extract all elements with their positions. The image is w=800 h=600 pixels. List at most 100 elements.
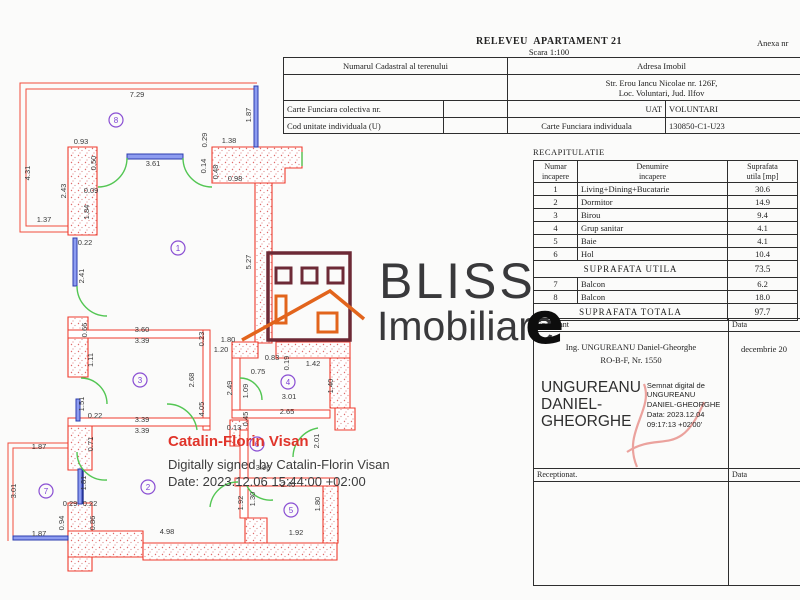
svg-text:1: 1 (176, 244, 181, 253)
room-number-3: 3 (132, 372, 148, 388)
dimension-label: 0.45 (241, 412, 250, 427)
address-line-1: Str. Erou Iancu Nicolae nr. 126F, (605, 77, 718, 88)
cf-colectiva-value (442, 100, 509, 118)
room-number-2: 2 (140, 479, 156, 495)
uat-label: UAT (507, 100, 667, 118)
signer-name: Catalin-Florin Visan (168, 433, 309, 450)
recap-room-number: 4 (533, 221, 578, 235)
cadastral-number-value (282, 74, 509, 101)
recap-room-area: 10.4 (727, 247, 798, 261)
recap-room-number: 3 (533, 208, 578, 222)
svg-text:7: 7 (44, 487, 49, 496)
engineer-name-block: Ing. UNGUREANU Daniel-Gheorghe RO-B-F, N… (537, 341, 725, 367)
recap-total-label: SUPRAFATA UTILA (533, 260, 728, 278)
windows (12, 85, 259, 541)
annex-label: Anexa nr (757, 38, 789, 48)
dimension-label: 1.80 (221, 335, 236, 344)
document-scale: Scara 1:100 (528, 47, 570, 57)
recap-room-area: 14.9 (727, 195, 798, 209)
recap-room-name: Grup sanitar (577, 221, 728, 235)
dimension-label: 0.23 (197, 332, 206, 347)
dimension-label: 0.48 (211, 165, 220, 180)
svg-text:8: 8 (114, 116, 119, 125)
dimension-label: 2.68 (187, 373, 196, 388)
recap-room-name: Hol (577, 247, 728, 261)
executant-table: Executant Data Ing. UNGUREANU Daniel-Ghe… (533, 318, 800, 586)
dimension-label: 4.98 (160, 527, 175, 536)
dimension-label: 0.14 (199, 159, 208, 174)
svg-text:3: 3 (138, 376, 143, 385)
recap-room-name: Baie (577, 234, 728, 248)
recap-room-number: 6 (533, 247, 578, 261)
room-number-7: 7 (38, 483, 54, 499)
dimension-label: 1.80 (313, 497, 322, 512)
stamp-letter-e: e (525, 289, 565, 357)
receptionat-cell (533, 481, 729, 586)
dimension-label: 1.30 (248, 492, 257, 507)
dimension-label: 0.83 (265, 353, 280, 362)
recap-room-area: 4.1 (727, 234, 798, 248)
data-label: Data (728, 318, 800, 332)
address-label: Adresa Imobil (507, 57, 800, 75)
cod-unitate-value (442, 117, 509, 134)
dimension-label: 5.27 (244, 255, 253, 270)
date-value: decembrie 20 (728, 331, 800, 469)
recap-room-name: Living+Dining+Bucatarie (577, 182, 728, 196)
dimension-label: 1.38 (222, 136, 237, 145)
recap-room-area: 9.4 (727, 208, 798, 222)
room-number-8: 8 (108, 112, 124, 128)
signature-panel: e Executant Data Ing. UNGUREANU Daniel-G… (525, 294, 800, 586)
recap-room-name: Dormitor (577, 195, 728, 209)
dimension-label: 0.66 (80, 323, 89, 338)
bliss-logo-text: BLISS (379, 253, 536, 309)
cod-unitate-label: Cod unitate individuala (U) (283, 117, 444, 134)
recap-room-number: 2 (533, 195, 578, 209)
imobiliare-logo-text: Imobiliare (377, 303, 555, 349)
dimension-label: 1.81 (79, 476, 88, 491)
dimension-label: 0.94 (57, 516, 66, 531)
dimension-label: 1.92 (236, 496, 245, 511)
recap-room-area: 18.0 (727, 290, 798, 304)
engineer-name: Ing. UNGUREANU Daniel-Gheorghe (565, 342, 697, 352)
recap-total-value: 97.7 (727, 303, 798, 321)
dimension-label: 1.84 (82, 205, 91, 220)
recap-room-number: 1 (533, 182, 578, 196)
dimension-label: 4.31 (23, 166, 32, 181)
recap-total-value: 73.5 (727, 260, 798, 278)
balcony-7-outline (7, 442, 68, 541)
dimension-label: 3.01 (282, 392, 297, 401)
dimension-label: 0.29 (63, 499, 78, 508)
dimension-label: 3.61 (146, 159, 161, 168)
recap-room-number: 5 (533, 234, 578, 248)
dimension-label: 3.39 (135, 336, 150, 345)
room-number-4: 4 (280, 374, 296, 390)
dimension-label: 0.75 (251, 367, 266, 376)
dimension-label: 1.87 (244, 108, 253, 123)
dimension-label: 0.98 (228, 174, 243, 183)
address-value: Str. Erou Iancu Nicolae nr. 126F, Loc. V… (507, 74, 800, 101)
room-number-1: 1 (170, 240, 186, 256)
dimension-label: 1.87 (32, 442, 47, 451)
recap-room-area: 30.6 (727, 182, 798, 196)
dimension-label: 2.49 (225, 381, 234, 396)
dimension-label: 1.40 (326, 379, 335, 394)
room-number-5: 5 (283, 502, 299, 518)
dimension-label: 3.60 (135, 325, 150, 334)
handwritten-signature-stroke (626, 383, 706, 468)
dimension-label: 0.22 (83, 499, 98, 508)
uat-value: VOLUNTARI (665, 100, 800, 118)
room-number-6: 6 (249, 436, 265, 452)
dimension-label: 0.71 (86, 437, 95, 452)
dimension-label: 0.09 (84, 186, 99, 195)
cadastral-number-label: Numarul Cadastral al terenului (282, 57, 509, 75)
dimension-label: 0.29 (200, 133, 209, 148)
dimension-label: 0.86 (88, 516, 97, 531)
dimension-label: 7.29 (130, 90, 145, 99)
digital-signature-name: UNGUREANU DANIEL-GHEORGHE (541, 378, 641, 431)
